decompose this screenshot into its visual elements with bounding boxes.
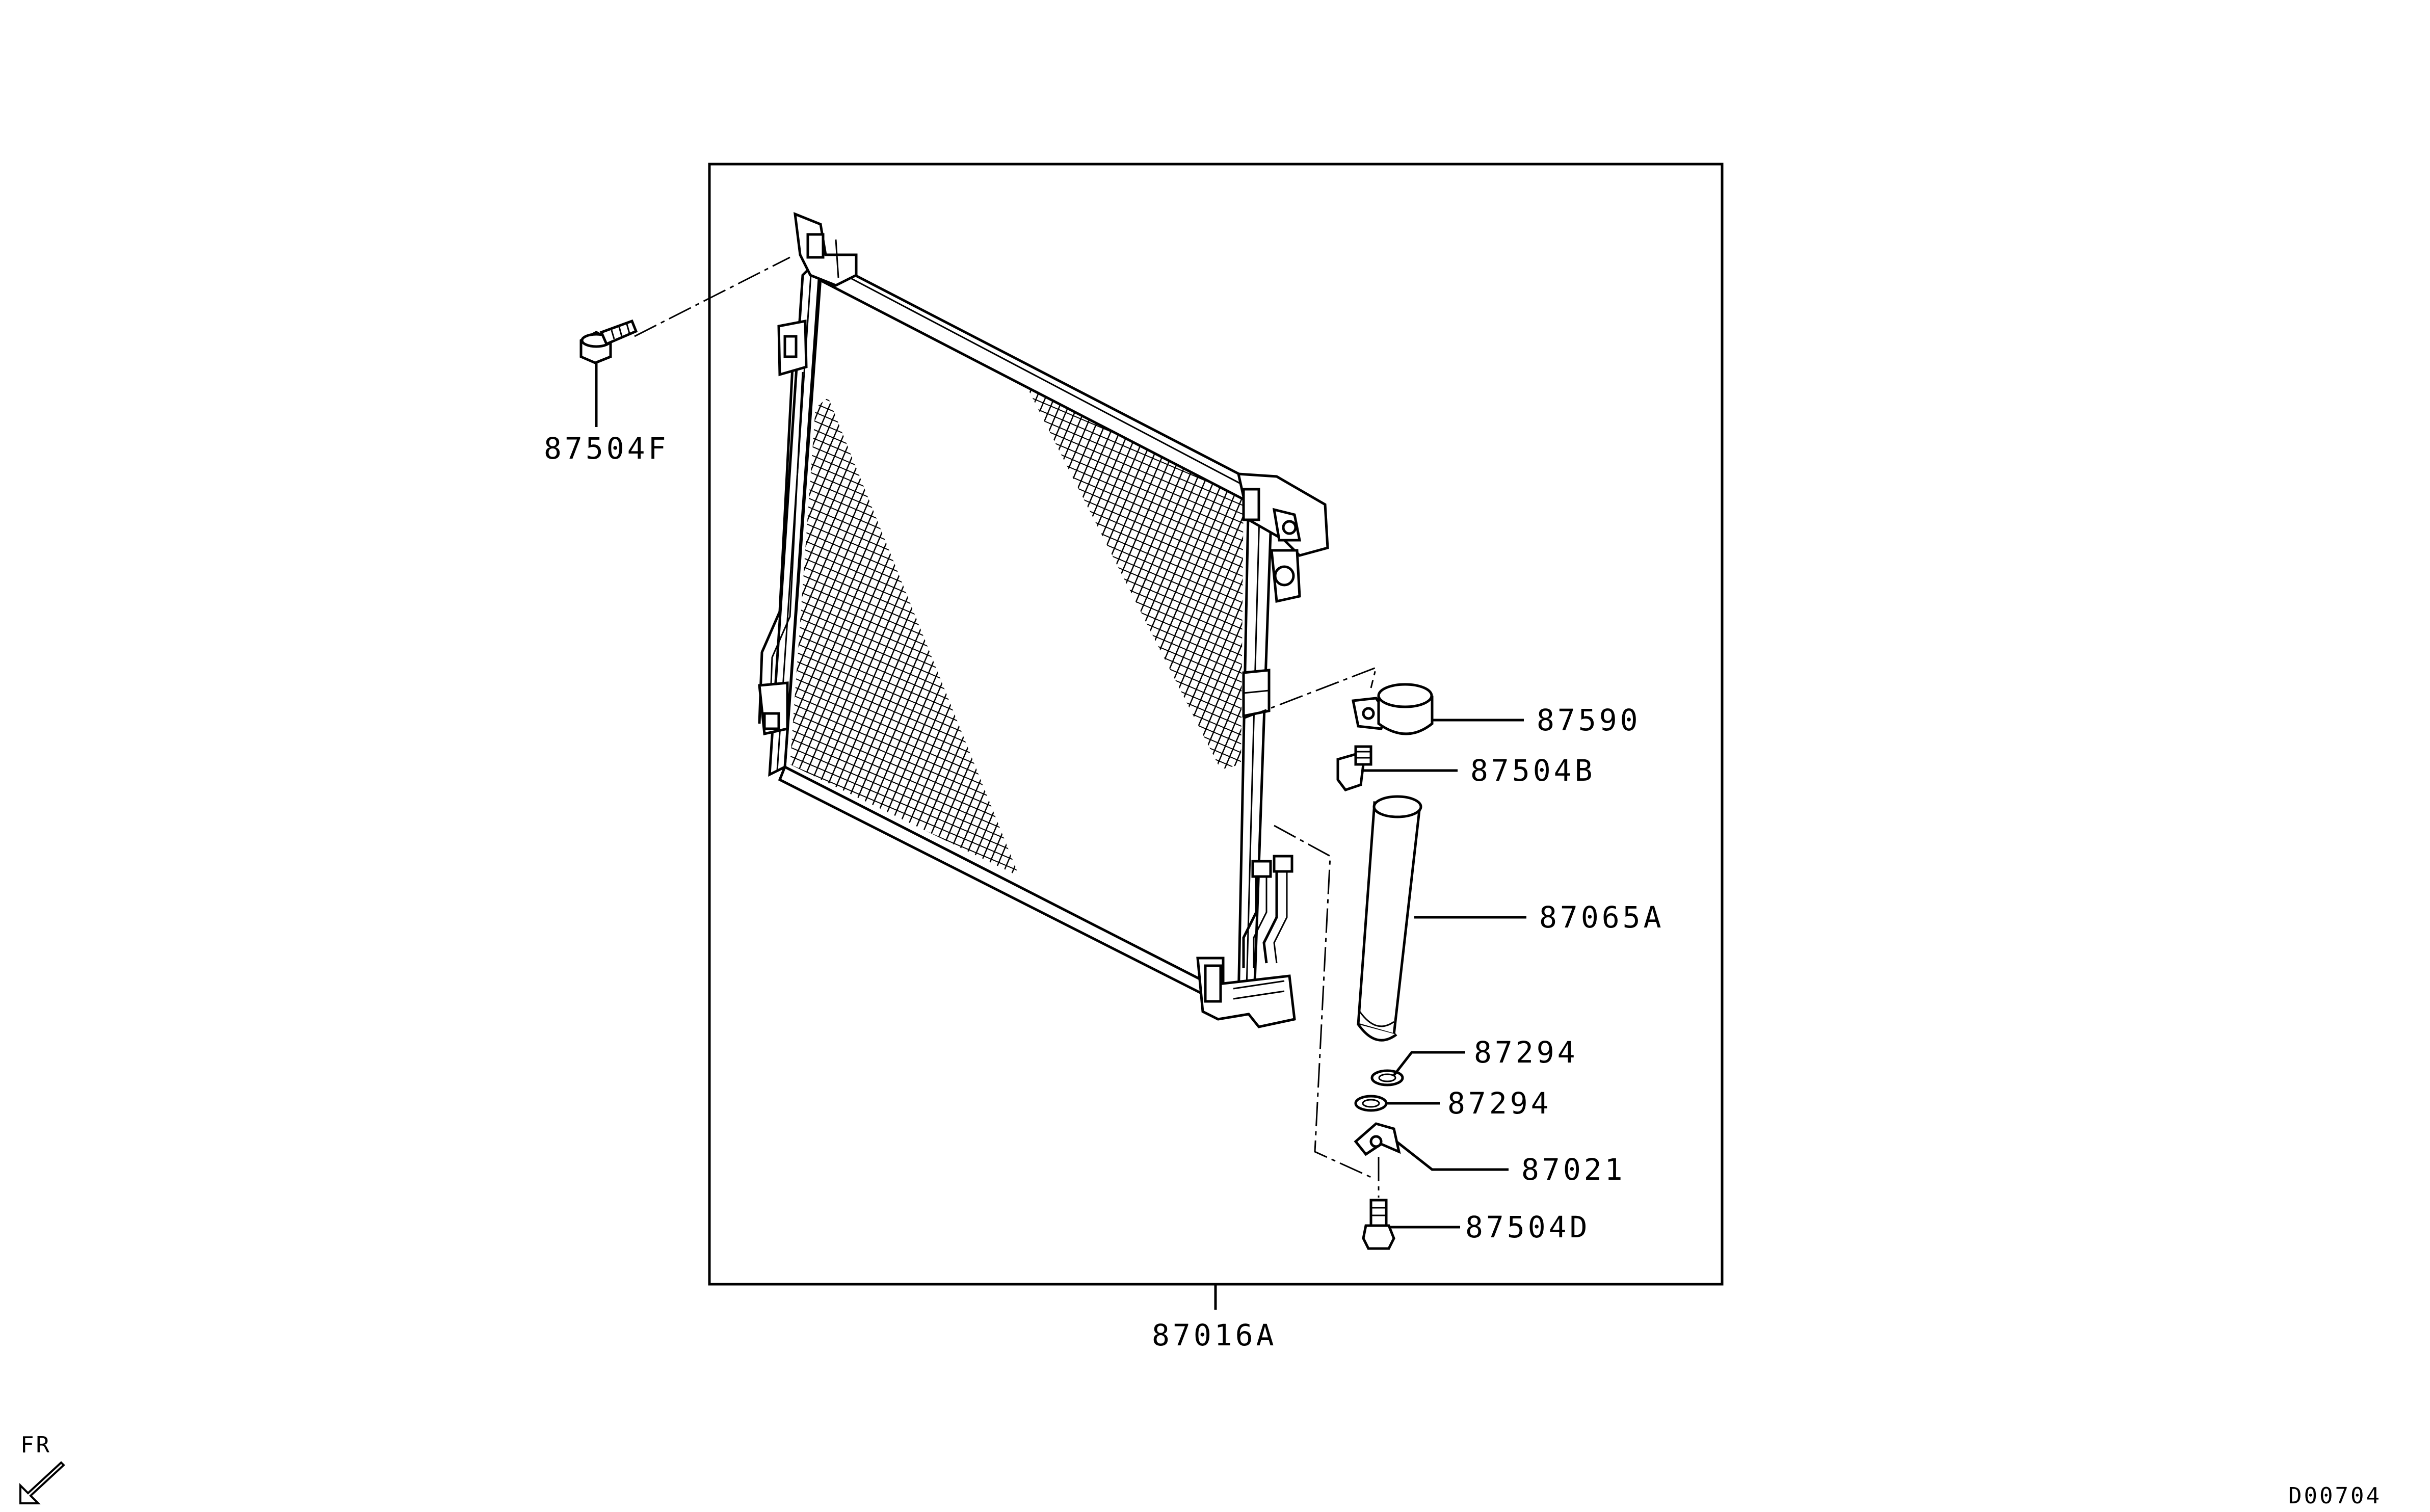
label-87590: 87590 xyxy=(1537,703,1641,737)
bolt-87504B xyxy=(1336,745,1372,791)
bracket-right-middle xyxy=(1270,549,1301,603)
bracket-right-receiver-mount xyxy=(1242,669,1271,718)
bracket-left-lower xyxy=(758,681,789,736)
label-87021: 87021 xyxy=(1521,1152,1626,1187)
bracket-top-left xyxy=(793,212,858,287)
condenser-fins-left xyxy=(790,397,1019,877)
label-87504B: 87504B xyxy=(1470,753,1596,788)
receiver-drier-87065A xyxy=(1357,795,1422,1042)
fr-arrow-icon xyxy=(19,1461,65,1504)
bolt-f-phantom xyxy=(634,256,790,337)
flange-phantom xyxy=(1274,825,1371,1178)
condenser xyxy=(758,212,1329,1028)
phantom-lines xyxy=(634,256,1380,1198)
bracket-top-right xyxy=(1236,472,1329,557)
drawing-code: D00704 xyxy=(2288,1483,2382,1509)
label-87065A: 87065A xyxy=(1539,900,1665,935)
part-labels: 87504F 87590 87504B 87065A 87294 87294 8… xyxy=(544,431,1665,1352)
leader-lines xyxy=(595,363,1526,1310)
label-87294-lower: 87294 xyxy=(1447,1086,1552,1121)
fr-label: FR xyxy=(20,1432,51,1458)
o-ring-lower-87294 xyxy=(1354,1095,1388,1112)
bracket-left-upper xyxy=(777,319,808,377)
flange-87021 xyxy=(1354,1122,1401,1156)
bolt-87504F xyxy=(579,319,638,364)
top-tank-line xyxy=(825,264,1252,490)
label-87016A: 87016A xyxy=(1152,1318,1277,1352)
bracket-bottom-right xyxy=(1196,957,1296,1028)
front-direction-indicator: FR xyxy=(19,1432,65,1504)
right-header-line xyxy=(1245,496,1261,1007)
label-87294-upper: 87294 xyxy=(1474,1035,1578,1070)
outlet-pipes xyxy=(1242,855,1293,968)
label-87504F: 87504F xyxy=(544,431,669,466)
bracket-87590 xyxy=(1352,683,1434,735)
bolt-87504D xyxy=(1362,1199,1395,1250)
receiver-phantom xyxy=(1243,666,1378,720)
o-ring-upper-87294 xyxy=(1370,1069,1404,1086)
label-87504D: 87504D xyxy=(1465,1210,1591,1244)
